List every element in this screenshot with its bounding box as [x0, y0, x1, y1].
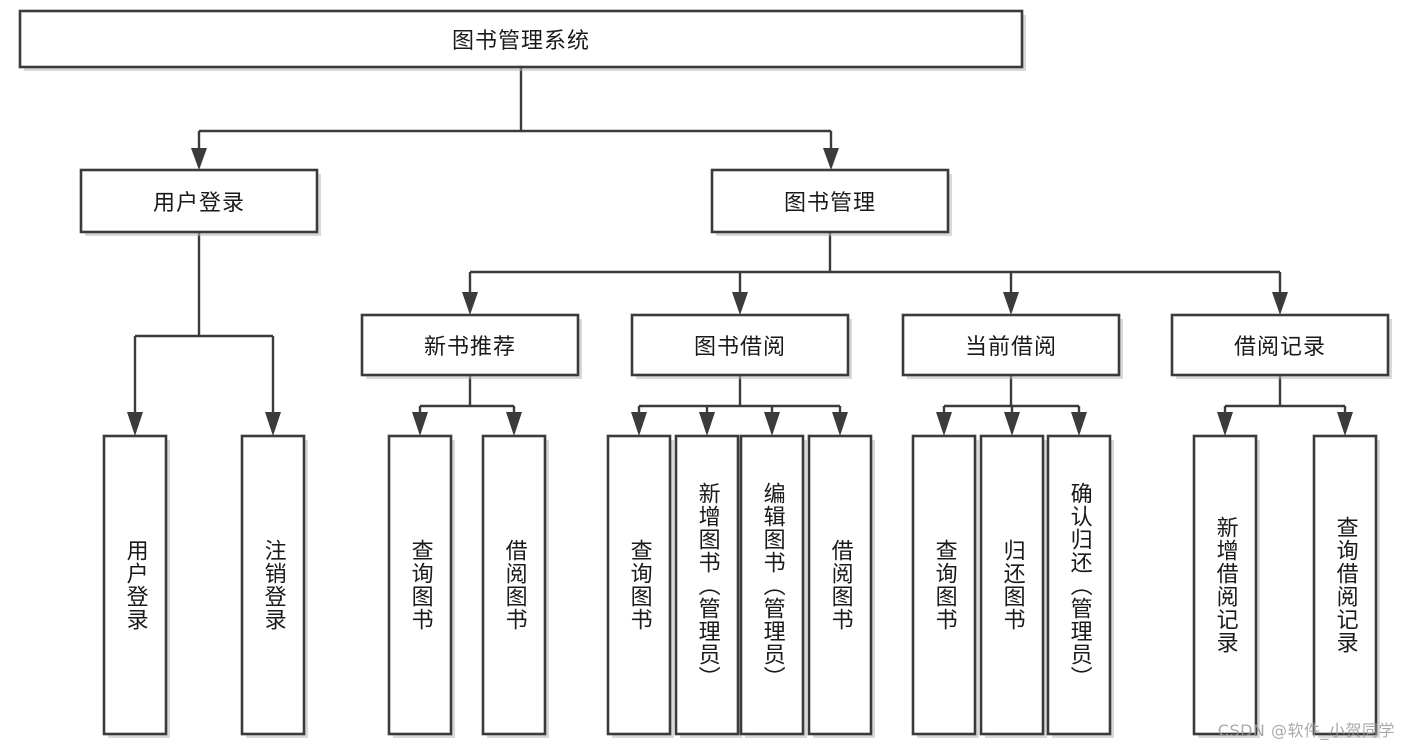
- leaf-node-box[interactable]: [1192, 434, 1258, 736]
- connector-bookmanage-bus: [468, 232, 1282, 296]
- watermark-text: CSDN @软件_小贺同学: [1217, 721, 1395, 740]
- arrow-to-leaf-confirm-return: [1071, 412, 1087, 436]
- arrow-to-leaf-add-book: [699, 412, 715, 436]
- leaf-node-box[interactable]: [807, 434, 873, 736]
- leaf-node-box[interactable]: [387, 434, 453, 736]
- leaf-node-box[interactable]: [911, 434, 977, 736]
- arrow-to-leaf-query-book-3: [936, 412, 952, 436]
- root-node-box[interactable]: [18, 9, 1024, 69]
- arrow-to-leaf-return-book: [1004, 412, 1020, 436]
- connector-root-bus: [197, 67, 833, 152]
- arrow-to-user-login: [191, 148, 207, 170]
- connector-borrowrecord-bus: [1223, 375, 1347, 414]
- arrow-to-current-borrow: [1003, 292, 1019, 315]
- node-user-login-box[interactable]: [79, 168, 319, 234]
- arrow-to-leaf-borrow-book-1: [506, 412, 522, 436]
- connector-userlogin-bus: [133, 232, 275, 414]
- leaf-node-box[interactable]: [979, 434, 1045, 736]
- leaf-node-box[interactable]: [674, 434, 740, 736]
- arrow-to-leaf-user-login: [127, 412, 143, 436]
- connector-newbook-bus: [418, 375, 516, 414]
- arrow-to-leaf-query-record: [1337, 412, 1353, 436]
- arrow-to-book-manage: [823, 148, 839, 170]
- connector-bookborrow-bus: [637, 375, 842, 414]
- arrow-to-borrow-record: [1272, 292, 1288, 315]
- leaf-node-box[interactable]: [240, 434, 306, 736]
- node-current-borrow-box[interactable]: [901, 313, 1121, 377]
- node-new-book-box[interactable]: [360, 313, 580, 377]
- node-borrow-record-box[interactable]: [1170, 313, 1390, 377]
- arrow-to-leaf-query-book-1: [412, 412, 428, 436]
- node-book-borrow-box[interactable]: [630, 313, 850, 377]
- connector-currentborrow-bus: [942, 375, 1081, 414]
- leaf-node-box[interactable]: [481, 434, 547, 736]
- leaf-node-box[interactable]: [606, 434, 672, 736]
- arrow-to-leaf-edit-book: [764, 412, 780, 436]
- leaf-node-box[interactable]: [1312, 434, 1378, 736]
- arrow-to-leaf-add-record: [1217, 412, 1233, 436]
- arrow-to-new-book: [462, 292, 478, 315]
- leaf-node-box[interactable]: [102, 434, 168, 736]
- arrow-to-leaf-query-book-2: [631, 412, 647, 436]
- node-book-manage-box[interactable]: [710, 168, 950, 234]
- node-layer: [18, 9, 1392, 738]
- leaf-node-box[interactable]: [1046, 434, 1112, 736]
- arrow-to-leaf-borrow-book-2: [832, 412, 848, 436]
- leaf-node-box[interactable]: [739, 434, 805, 736]
- connector-layer: [127, 67, 1353, 436]
- arrow-to-book-borrow: [732, 292, 748, 315]
- arrow-to-leaf-logout: [265, 412, 281, 436]
